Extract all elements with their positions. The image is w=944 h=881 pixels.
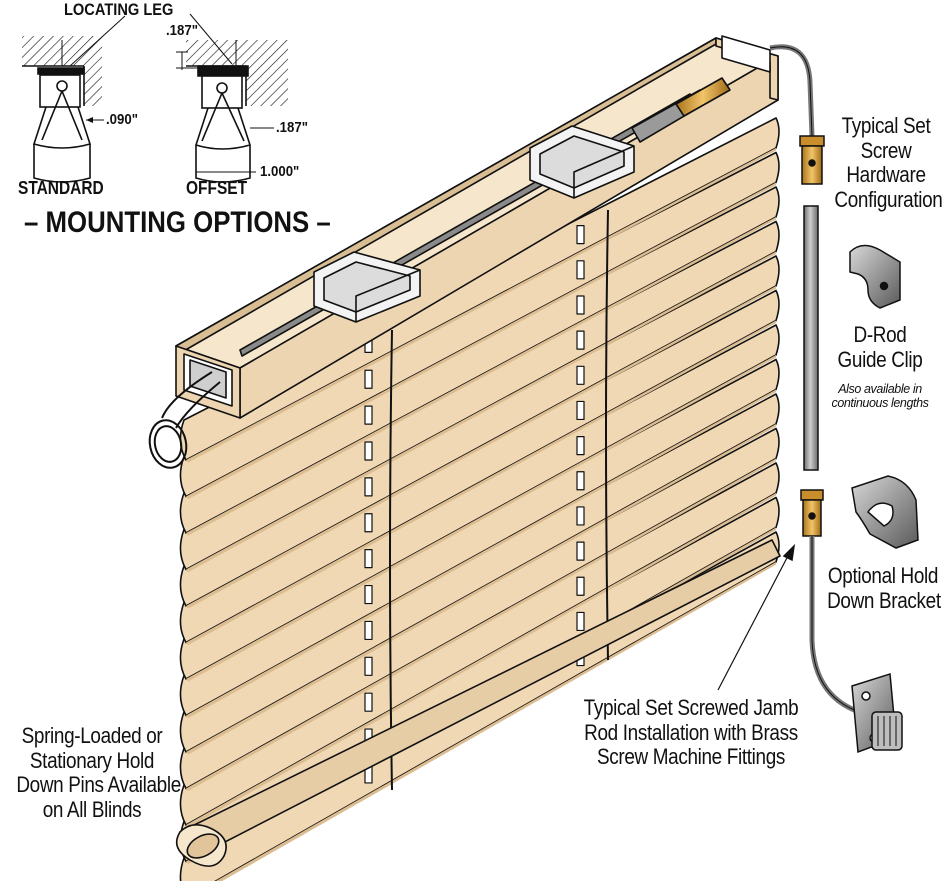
slat-shadow [186, 355, 776, 682]
ladder-rung-slot [576, 225, 585, 245]
bottom-rail [175, 539, 781, 867]
slat-shadow [186, 424, 776, 755]
ladder-rung-slot [576, 576, 585, 596]
blind-assembly [148, 35, 781, 881]
ladder-rung-slot [576, 365, 585, 385]
standard-label: STANDARD [18, 178, 104, 198]
mounting-options-title: – MOUNTING OPTIONS – [24, 206, 331, 239]
d-rod-guide-clip-label: D-Rod Guide Clip [837, 322, 923, 372]
ladder-rung-slot [576, 330, 585, 350]
hold-down-pins-label: Spring-Loaded or Stationary Hold Down Pi… [16, 723, 181, 822]
d-rod-icon [803, 205, 819, 471]
hold-down-bracket-icon [851, 475, 919, 549]
ladder-rung-slot [576, 295, 585, 315]
standard-mount-drawing [22, 36, 102, 183]
locating-leg-label: LOCATING LEG [64, 0, 174, 19]
ladder-rung-slot [576, 260, 585, 280]
headrail [175, 35, 779, 419]
ladder-rung-slot [576, 541, 585, 561]
ladder-rung-slot [576, 400, 585, 421]
ladder-rung-slot [364, 513, 373, 533]
slat-shadow [215, 562, 776, 881]
slat-shadow [186, 286, 776, 609]
ladder-rung-slot [576, 471, 585, 491]
dim-090-label: .090" [106, 111, 138, 128]
brass-fitting-lower-icon [800, 489, 824, 537]
ladder-rung-slot [364, 584, 373, 605]
typical-set-screw-label: Typical Set Screw Hardware Configuration [834, 113, 943, 212]
ladder-rung-slot [364, 441, 373, 461]
also-available-note: Also available in continuous lengths [831, 382, 929, 410]
ladder-rung-slot [364, 477, 373, 497]
ladder-rung-slot [364, 369, 373, 389]
slat-stack [179, 117, 780, 881]
dim-187-side-label: .187" [276, 119, 308, 136]
slat-shadow [186, 458, 776, 792]
offset-mount-drawing [176, 40, 288, 183]
ladder-rung-slot [576, 506, 585, 526]
jamb-mount-pin-icon [851, 673, 903, 754]
tilt-cord-loop [148, 371, 221, 469]
ladder-rung-slot [576, 436, 585, 456]
brass-fitting-upper-icon [799, 135, 825, 185]
ladder-rung-slot [364, 656, 373, 676]
dim-1000-label: 1.000" [260, 163, 300, 180]
offset-label: OFFSET [186, 178, 248, 198]
hold-down-bracket-label: Optional Hold Down Bracket [827, 563, 941, 613]
mounting-details [22, 13, 288, 183]
slat-shadow [186, 182, 776, 500]
slat-shadow [186, 217, 776, 536]
slat-shadow [186, 493, 776, 828]
dim-187-top-label: .187" [166, 22, 198, 39]
headrail-brackets [313, 125, 635, 323]
d-rod-guide-clip-icon [849, 244, 901, 309]
ladder-rung-slot [576, 611, 585, 632]
jamb-rod-hardware [717, 44, 919, 754]
jamb-rod-installation-label: Typical Set Screwed Jamb Rod Installatio… [583, 695, 799, 770]
ladder-rung-slot [364, 692, 373, 712]
ladder-rung-slot [364, 549, 373, 569]
slat-shadow [186, 251, 776, 573]
slat-shadow [186, 320, 776, 646]
slat-shadow [186, 148, 776, 463]
slat-shadow [186, 389, 776, 719]
ladder-rung-slot [364, 405, 373, 425]
ladder-rung-slot [364, 620, 373, 641]
